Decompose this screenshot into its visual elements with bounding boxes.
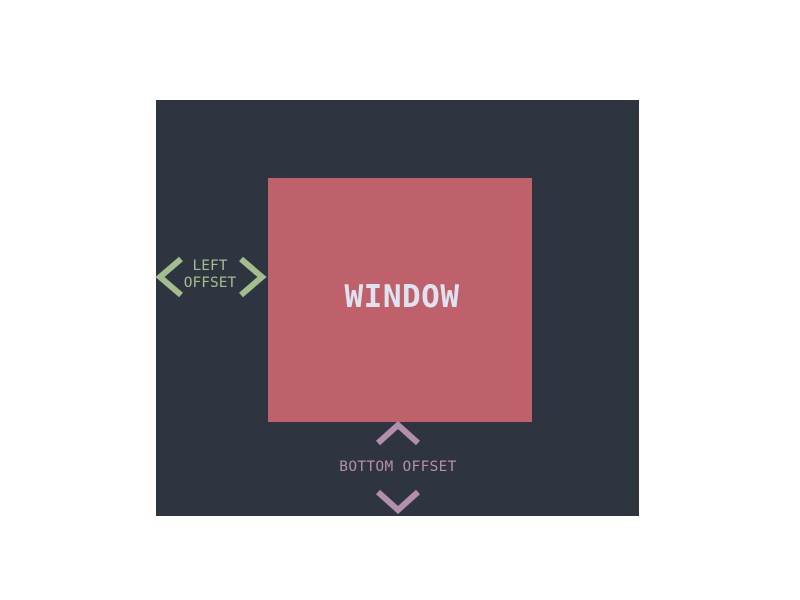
bottom-offset-label: BOTTOM OFFSET: [339, 459, 457, 475]
window-box: WINDOW: [268, 178, 532, 422]
left-offset-label: LEFT OFFSET: [183, 258, 237, 291]
window-label: WINDOW: [344, 279, 460, 315]
